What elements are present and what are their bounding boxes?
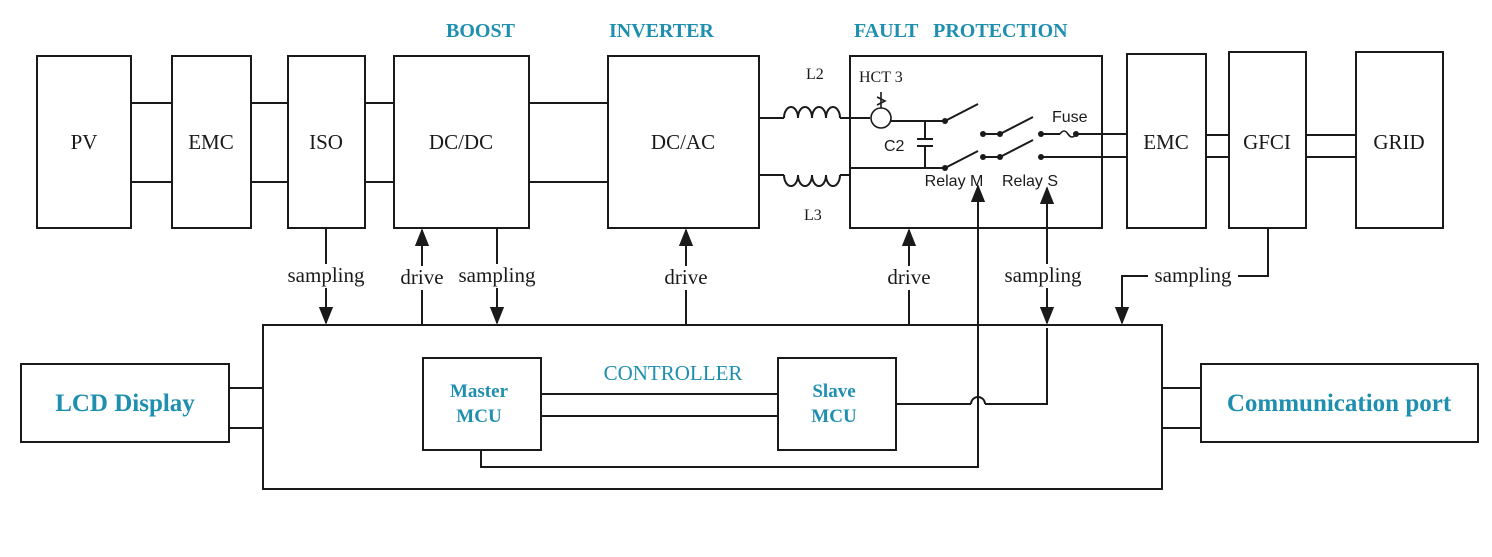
fuse-icon <box>1041 130 1127 158</box>
dcdc-drive-label: drive <box>400 265 443 289</box>
fault-drive-label: drive <box>887 265 930 289</box>
power-bus-lines <box>131 102 1356 183</box>
iso-sampling-label: sampling <box>288 263 365 287</box>
pv-label: PV <box>71 130 98 154</box>
iso-label: ISO <box>309 130 343 154</box>
inductor-l2-label: L2 <box>806 66 824 83</box>
emc-input-label: EMC <box>188 130 234 154</box>
relay-s-label: Relay S <box>1002 173 1058 190</box>
section-boost-label: BOOST <box>446 20 516 42</box>
slave-mcu-label-line1: Slave <box>812 381 855 402</box>
gfci-sampling-label: sampling <box>1155 263 1232 287</box>
inductor-l3-label: L3 <box>804 207 822 224</box>
emc-output-label: EMC <box>1143 130 1189 154</box>
inductor-l3-icon <box>759 167 945 187</box>
gfci-label: GFCI <box>1243 130 1291 154</box>
communication-port-label: Communication port <box>1227 390 1452 417</box>
dcdc-sampling-label: sampling <box>459 263 536 287</box>
master-mcu-block <box>422 357 542 451</box>
capacitor-c2-label: C2 <box>884 138 905 155</box>
dcdc-label: DC/DC <box>429 130 493 154</box>
master-mcu-label-line1: Master <box>450 381 509 402</box>
hct3-sensor-icon <box>870 92 945 129</box>
dcac-block <box>607 55 760 229</box>
relay-sampling-label: sampling <box>1005 263 1082 287</box>
grid-label: GRID <box>1373 130 1424 154</box>
emc-output-block <box>1126 53 1207 229</box>
pv-block <box>36 55 132 229</box>
hct3-label: HCT 3 <box>859 69 903 86</box>
communication-port-block <box>1200 363 1479 443</box>
inductor-l2-icon <box>759 106 870 119</box>
gfci-block <box>1228 51 1307 229</box>
relay-s-icon <box>997 116 1044 160</box>
dcdc-block <box>393 55 530 229</box>
dcac-label: DC/AC <box>651 130 715 154</box>
slave-mcu-block <box>777 357 897 451</box>
controller-block <box>262 324 1163 490</box>
lcd-display-block <box>20 363 230 443</box>
capacitor-c2-icon <box>917 121 933 168</box>
relay-m-label: Relay M <box>925 173 984 190</box>
fuse-label: Fuse <box>1052 109 1088 126</box>
grid-block <box>1355 51 1444 229</box>
section-fault-protection-label: FAULT PROTECTION <box>854 20 1068 42</box>
inverter-drive-label: drive <box>664 265 707 289</box>
master-mcu-label-line2: MCU <box>456 406 502 427</box>
iso-block <box>287 55 366 229</box>
slave-mcu-label-line2: MCU <box>811 406 857 427</box>
emc-input-block <box>171 55 252 229</box>
lcd-display-label: LCD Display <box>55 390 195 417</box>
mcu-interconnect-lines <box>480 190 1048 468</box>
controller-label: CONTROLLER <box>604 361 743 385</box>
relay-m-icon <box>942 103 1000 171</box>
section-inverter-label: INVERTER <box>609 20 714 42</box>
